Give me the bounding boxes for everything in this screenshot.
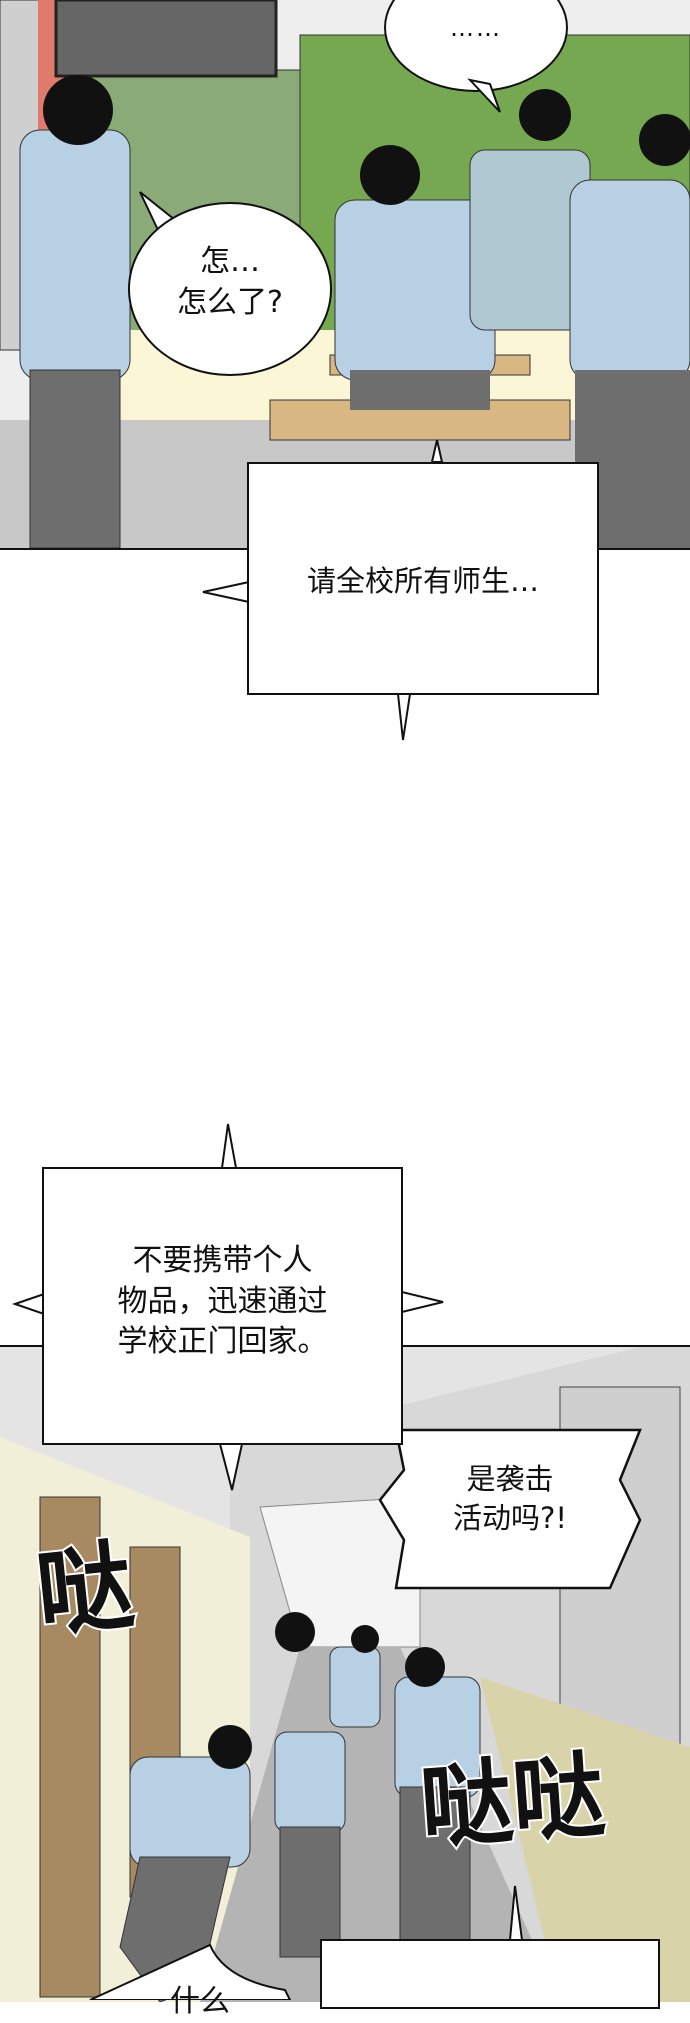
speech-bubble-what-happened: 怎… 怎么了? [128,202,332,376]
caption-box-announcement: 请全校所有师生… [247,462,599,695]
hallway-scene [0,1347,690,2002]
caption-line: 学校正门回家。 [117,1324,328,1359]
speech-bubble-what: 什么 [170,1984,230,2019]
caption-line: 物品，迅速通过 [117,1283,328,1319]
panel-hallway: 哒 哒哒 [0,1345,690,2002]
caption-line: 不要携带个人 [132,1243,313,1278]
bubble-line: 怎… [200,244,260,279]
sfx-footsteps-double: 哒哒 [415,1740,610,1864]
panel-classroom: …… 怎… 怎么了? [0,0,690,550]
bubble-line: 怎么了? [177,284,283,320]
caption-text: 请全校所有师生… [306,564,539,598]
bubble-text: …… [450,14,502,42]
caption-box-bottom [320,1939,660,2009]
sfx-footsteps: 哒 [29,1527,140,1652]
bubble-line: 是袭击 [466,1462,554,1496]
bubble-line: 活动吗?! [452,1501,568,1536]
speech-bubble-attack: 是袭击 活动吗?! [400,1460,620,1538]
caption-box-evacuate: 不要携带个人 物品，迅速通过 学校正门回家。 [42,1167,403,1445]
classroom-scene [0,0,690,548]
